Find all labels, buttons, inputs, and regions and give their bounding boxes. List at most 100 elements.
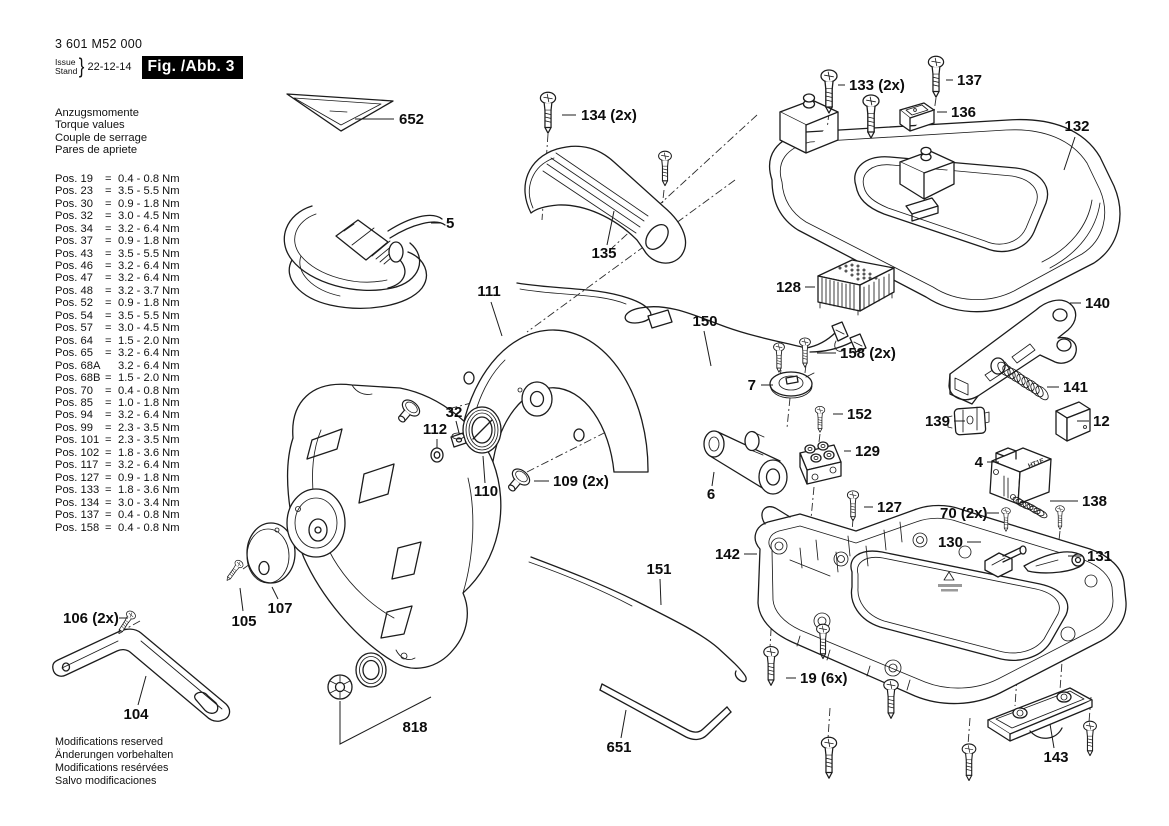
torque-table-headers: Anzugsmomente Torque values Couple de se…	[55, 107, 180, 157]
part-140-lever-arm	[948, 299, 1077, 405]
torque-value: 1.5 - 2.0 Nm	[118, 372, 180, 385]
issue-row: Issue Stand } 22-12-14 Fig. /Abb. 3	[55, 55, 243, 79]
torque-pos: Pos. 52	[55, 297, 93, 310]
torque-eq: =	[105, 272, 112, 285]
leader-line	[455, 420, 460, 434]
part-callout-111: 111	[477, 283, 500, 300]
torque-value: 0.4 - 0.8 Nm	[118, 384, 180, 397]
part-135-handle	[524, 145, 687, 264]
torque-value: 0.9 - 1.8 Nm	[118, 197, 180, 210]
torque-pos: Pos. 158	[55, 521, 100, 534]
part-6-roller	[703, 430, 788, 495]
torque-eq: =	[105, 284, 112, 297]
part-7-cam-plate	[769, 371, 815, 399]
part-callout-131: 131	[1087, 548, 1112, 565]
torque-row: Pos. 43=3.5 - 5.5 Nm	[55, 248, 180, 260]
brace-glyph: }	[79, 55, 85, 78]
issue-stand-labels: Issue Stand	[55, 57, 77, 77]
torque-eq: =	[105, 222, 112, 235]
part-callout-142: 142	[715, 546, 740, 563]
screw-19-e	[961, 743, 977, 782]
torque-pos: Pos. 23	[55, 185, 93, 198]
torque-pos: Pos. 30	[55, 197, 93, 210]
torque-value: 0.9 - 1.8 Nm	[118, 235, 180, 248]
bolt-109-b	[502, 465, 534, 497]
torque-eq: =	[105, 446, 112, 459]
torque-row: Pos. 65=3.2 - 6.4 Nm	[55, 347, 180, 359]
part-callout-133-2x-: 133 (2x)	[849, 77, 905, 94]
torque-eq: =	[105, 322, 112, 335]
torque-row: Pos. 158=0.4 - 0.8 Nm	[55, 522, 180, 534]
torque-value: 3.2 - 6.4 Nm	[118, 359, 180, 372]
screw-70-b	[1055, 505, 1065, 530]
page-footer: Modifications reserved Änderungen vorbeh…	[55, 736, 173, 788]
part-131-lever	[1023, 551, 1085, 574]
torque-row: Pos. 30=0.9 - 1.8 Nm	[55, 198, 180, 210]
screw-134-a	[539, 91, 557, 134]
part-130-clamp	[984, 545, 1027, 578]
leader-line	[703, 330, 712, 367]
screw-19-a	[763, 646, 779, 686]
part-callout-130: 130	[938, 534, 963, 551]
leader-line	[659, 578, 662, 606]
torque-pos: Pos. 101	[55, 434, 100, 447]
part-callout-19-6x-: 19 (6x)	[800, 670, 848, 687]
torque-pos: Pos. 137	[55, 509, 100, 522]
torque-header-en: Torque values	[55, 119, 125, 132]
torque-eq: =	[105, 297, 112, 310]
torque-pos: Pos. 48	[55, 284, 93, 297]
torque-row: Pos. 54=3.5 - 5.5 Nm	[55, 310, 180, 322]
torque-row: Pos. 99=2.3 - 3.5 Nm	[55, 422, 180, 434]
part-callout-141: 141	[1063, 379, 1088, 396]
part-136-switch	[899, 102, 935, 132]
leader-line	[271, 586, 279, 600]
part-callout-140: 140	[1085, 295, 1110, 312]
torque-eq: =	[105, 509, 112, 522]
torque-row: Pos. 117=3.2 - 6.4 Nm	[55, 459, 180, 471]
torque-pos: Pos. 57	[55, 322, 93, 335]
torque-value: 3.2 - 6.4 Nm	[118, 459, 180, 472]
part-111-blade-guard	[457, 329, 649, 473]
torque-row: Pos. 94=3.2 - 6.4 Nm	[55, 409, 180, 421]
torque-pos: Pos. 54	[55, 309, 93, 322]
torque-value: 0.4 - 0.8 Nm	[118, 509, 180, 522]
torque-value: 3.0 - 3.4 Nm	[118, 496, 180, 509]
torque-eq: =	[105, 396, 112, 409]
part-128-electronic-module	[817, 259, 895, 316]
torque-eq: =	[105, 172, 112, 185]
part-callout-104: 104	[123, 706, 149, 723]
part-151-rod	[528, 556, 747, 683]
torque-row: Pos. 102=1.8 - 3.6 Nm	[55, 447, 180, 459]
torque-row: Pos. 34=3.2 - 6.4 Nm	[55, 223, 180, 235]
screw-134-b	[658, 150, 672, 187]
part-callout-151: 151	[646, 561, 671, 578]
torque-pos: Pos. 43	[55, 247, 93, 260]
part-callout-32: 32	[446, 404, 463, 421]
torque-header-de: Anzugsmomente	[55, 107, 139, 119]
torque-row: Pos. 134=3.0 - 3.4 Nm	[55, 497, 180, 509]
screw-127	[846, 490, 860, 522]
leader-line	[137, 675, 147, 706]
torque-pos: Pos. 32	[55, 210, 93, 223]
torque-eq: =	[105, 496, 112, 509]
part-32-nut	[450, 432, 467, 448]
torque-row: Pos. 57=3.0 - 4.5 Nm	[55, 322, 180, 334]
issue-date: 22-12-14	[87, 61, 132, 73]
part-5-power-cord	[283, 205, 446, 309]
torque-eq: =	[105, 334, 112, 347]
torque-eq: =	[105, 384, 112, 397]
leader-line	[620, 709, 627, 739]
torque-eq: =	[105, 459, 112, 472]
screw-158-a	[773, 342, 785, 373]
part-callout-158-2x-: 158 (2x)	[840, 345, 896, 362]
part-150-wiring-harness	[516, 282, 867, 353]
torque-pos: Pos. 133	[55, 484, 100, 497]
footer-line-en: Modifications reserved	[55, 736, 164, 748]
part-129-terminal-block	[799, 441, 842, 485]
screw-137	[927, 55, 945, 98]
part-callout-12: 12	[1093, 413, 1110, 430]
part-callout-109-2x-: 109 (2x)	[553, 473, 609, 490]
part-callout-6: 6	[707, 486, 715, 503]
